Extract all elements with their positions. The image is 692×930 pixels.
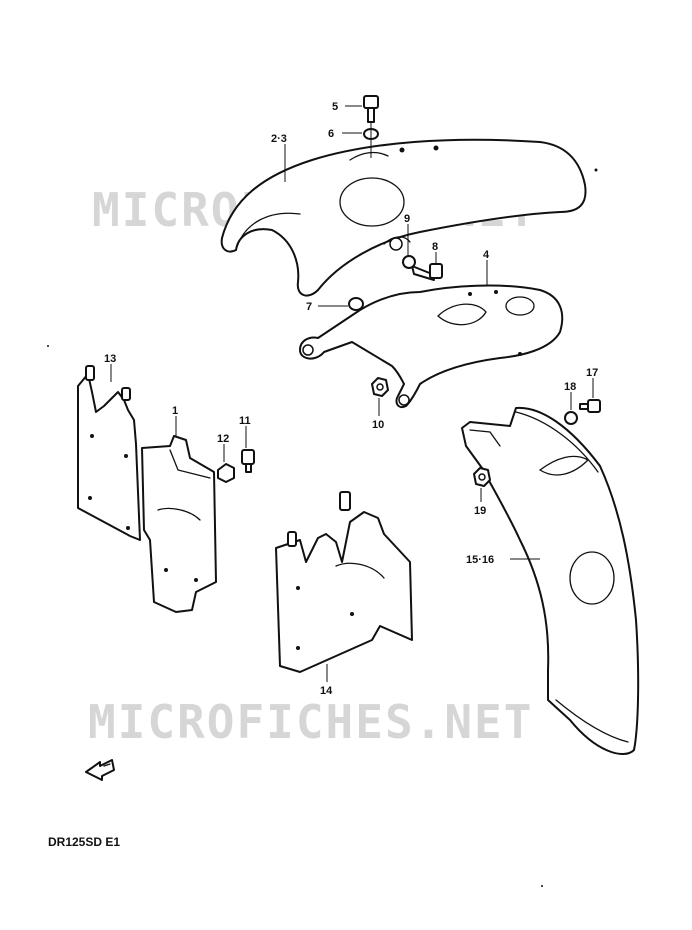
callout-1: 1 (172, 405, 178, 417)
scan-speck (47, 345, 49, 347)
washer-12[interactable] (217, 463, 235, 483)
callout-6: 6 (328, 128, 334, 140)
bolt-11[interactable] (241, 449, 255, 473)
bolt-5[interactable] (363, 95, 379, 123)
callout-11: 11 (239, 415, 251, 427)
nut-10[interactable] (371, 377, 389, 397)
callout-18: 18 (564, 381, 576, 393)
mud-plate-13[interactable] (77, 365, 141, 541)
bolt-8[interactable] (411, 263, 443, 281)
washer-9[interactable] (402, 255, 416, 269)
callout-5: 5 (332, 101, 338, 113)
fender-bracket-4[interactable] (299, 284, 564, 408)
callout-4: 4 (483, 249, 490, 261)
scan-speck (541, 885, 543, 887)
callout-2-3: 2·3 (271, 133, 287, 145)
callout-10: 10 (372, 419, 384, 431)
watermark-bottom: MICROFICHES.NET (88, 695, 533, 749)
callout-7: 7 (306, 301, 312, 313)
callout-9: 9 (404, 213, 410, 225)
model-code: DR125SD E1 (48, 835, 120, 849)
callout-15-16: 15·16 (466, 554, 494, 566)
callout-17: 17 (586, 367, 598, 379)
mud-plate-14[interactable] (275, 491, 413, 673)
front-fender-upper[interactable] (220, 138, 587, 297)
rear-fender-15-16[interactable] (461, 406, 640, 755)
callout-13: 13 (104, 353, 116, 365)
callout-14: 14 (320, 685, 333, 697)
callout-8: 8 (432, 241, 438, 253)
bolt-17[interactable] (579, 399, 601, 413)
nut-7[interactable] (348, 297, 364, 311)
mud-guard-1[interactable] (141, 435, 217, 613)
scan-speck (594, 168, 598, 172)
callout-12: 12 (217, 433, 229, 445)
washer-18[interactable] (564, 411, 578, 425)
nut-19[interactable] (473, 467, 491, 487)
front-direction-arrow-icon (85, 759, 115, 781)
callout-19: 19 (474, 505, 486, 517)
